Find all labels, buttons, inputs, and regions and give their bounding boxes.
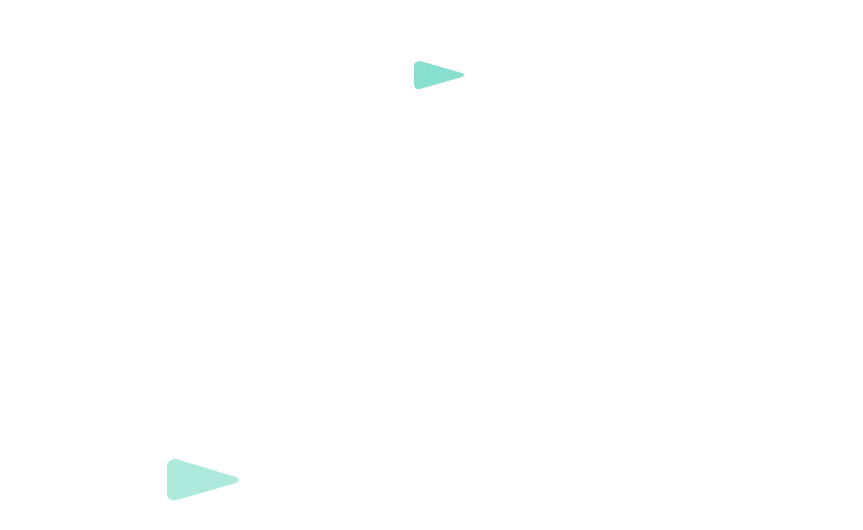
play-triangle-bottom-icon	[167, 459, 239, 501]
play-triangle-top-icon	[414, 61, 464, 90]
